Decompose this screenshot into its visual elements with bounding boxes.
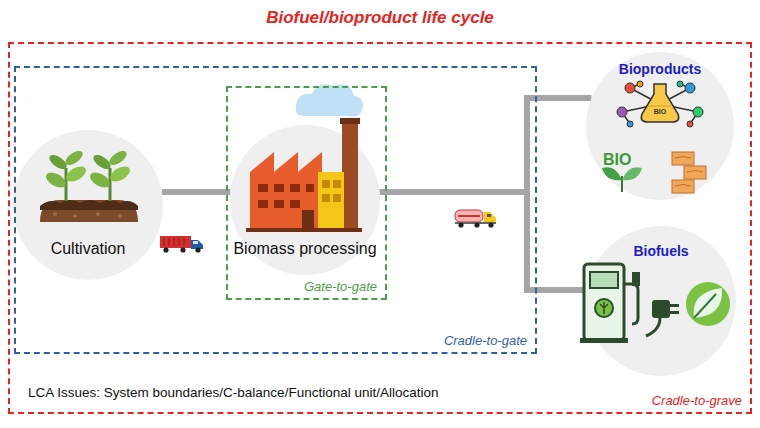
biofuels-stage: Biofuels: [586, 226, 736, 376]
truck-icon: [160, 236, 203, 253]
flow-connector: [162, 189, 231, 195]
tanker-icon: [455, 210, 496, 228]
flow-connector: [380, 98, 592, 192]
fuel-pump-icon: [580, 264, 640, 343]
cradle-to-grave-region: Cradle-to-grave Cradle-to-gate Cultivation…: [8, 42, 752, 414]
cultivation-stage: Cultivation: [13, 130, 163, 280]
boundary-label: Cradle-to-grave: [652, 393, 742, 408]
boundary-label: Cradle-to-gate: [444, 333, 527, 348]
factory-icon: [246, 84, 363, 232]
plug-icon: [646, 282, 730, 336]
gate-to-gate-region: Gate-to-gate Biomass processing: [226, 86, 387, 300]
circle-grounds: [13, 52, 736, 376]
wood-icon: [672, 152, 706, 193]
cradle-to-gate-region: Cradle-to-gate CultivationGate-to-gate Bio…: [14, 66, 537, 354]
flask-molecule-icon: [617, 81, 703, 127]
flask-tag: BIO: [654, 108, 666, 115]
lca-issues-note: LCA Issues: System boundaries/C-balance/…: [28, 385, 438, 400]
stage-label: Biomass processing: [233, 240, 376, 258]
flow-connector: [380, 192, 587, 290]
plants-icon: [40, 148, 138, 222]
stage-label: Cultivation: [51, 240, 126, 258]
boundary-label: Gate-to-gate: [304, 279, 377, 294]
bioproducts-stage: Bioproducts: [586, 52, 734, 200]
stage-label: Bioproducts: [619, 61, 701, 77]
leaf-icon: [602, 167, 642, 192]
stage-label: Biofuels: [633, 243, 688, 259]
diagram-title: Biofuel/bioproduct life cycle: [0, 8, 760, 28]
bio-leaf-tag: BIO: [603, 151, 631, 169]
biomass-processing-stage: Biomass processing: [230, 125, 380, 275]
